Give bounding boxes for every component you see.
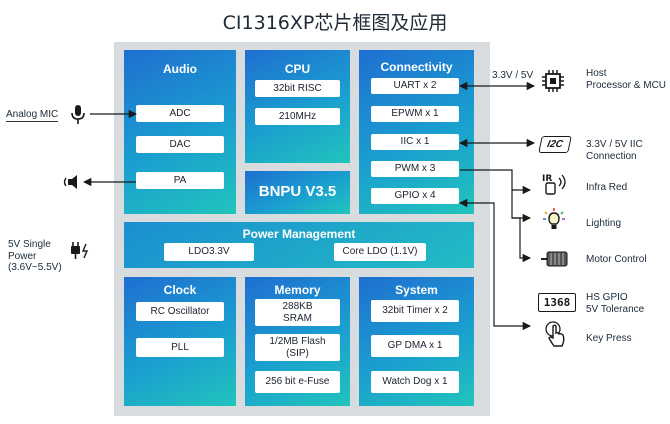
memory-title: Memory [274,283,321,297]
infra-red-label: Infra Red [586,182,628,193]
system-title: System [395,283,438,297]
lighting-label: Lighting [586,218,622,229]
memory-block: Memory 288KB SRAM 1/2MB Flash (SIP) 256 … [245,277,350,406]
lightbulb-icon [543,208,565,229]
page-title: CI1316XP芯片框图及应用 [222,12,448,34]
efuse-cell: 256 bit e-Fuse [255,371,340,393]
hs-gpio-label: HS GPIO 5V Tolerance [586,292,645,315]
speaker-icon [63,175,77,189]
adc-cell: ADC [136,105,224,122]
watchdog-cell: Watch Dog x 1 [371,371,459,393]
epwm-cell: EPWM x 1 [371,106,459,122]
motor-control-label: Motor Control [586,254,647,265]
gpio-wire [458,198,532,331]
key-press-icon [545,321,565,347]
uart-cell: UART x 2 [371,78,459,94]
bnpu-label: BNPU V3.5 [258,183,337,200]
clock-title: Clock [163,283,197,297]
connectivity-title: Connectivity [380,60,453,74]
power-block: Power Management LDO3.3V Core LDO (1.1V) [124,222,474,268]
bnpu-block: BNPU V3.5 [245,171,350,214]
microphone-icon [71,105,85,124]
cpu-block: CPU 32bit RISC 210MHz [245,50,350,163]
audio-title: Audio [163,62,197,76]
iic-connection-label: 3.3V / 5V IIC Connection [586,139,643,162]
flash-cell: 1/2MB Flash (SIP) [255,334,340,361]
motor-wire [512,217,532,263]
timer-cell: 32bit Timer x 2 [371,300,459,322]
rc-osc-cell: RC Oscillator [136,302,224,321]
pll-cell: PLL [136,338,224,357]
host-label: Host Processor & MCU [586,68,667,91]
dma-cell: GP DMA x 1 [371,335,459,357]
dac-cell: DAC [136,136,224,153]
infrared-icon: IR [542,174,566,195]
i2c-badge-text: I2C [546,139,564,150]
segment-display-icon: 1368 [538,293,576,312]
system-block: System 32bit Timer x 2 GP DMA x 1 Watch … [359,277,474,406]
core-ldo-cell: Core LDO (1.1V) [334,243,426,261]
processor-icon [542,70,564,92]
clock-block: Clock RC Oscillator PLL [124,277,236,406]
ldo33-cell: LDO3.3V [164,243,254,261]
motor-icon [541,251,568,267]
power-input-label: 5V Single Power (3.6V~5.5V) [8,239,62,273]
i2c-badge-icon: I2C [538,136,572,153]
voltage-label: 3.3V / 5V [492,70,534,81]
pa-cell: PA [136,172,224,189]
svg-text:IR: IR [542,174,552,184]
freq-cell: 210MHz [255,108,340,125]
sram-cell: 288KB SRAM [255,299,340,326]
pwm-wire [460,169,532,223]
power-plug-icon [71,242,89,259]
cpu-title: CPU [284,62,311,76]
connectivity-block: Connectivity UART x 2 EPWM x 1 IIC x 1 P… [359,50,474,214]
key-press-label: Key Press [586,333,632,344]
analog-mic-label: Analog MIC [6,109,59,122]
risc-cell: 32bit RISC [255,80,340,97]
audio-block: Audio ADC DAC PA [124,50,236,214]
power-title: Power Management [242,227,356,241]
gpio-cell: GPIO x 4 [371,188,459,204]
pwm-cell: PWM x 3 [371,161,459,177]
iic-cell: IIC x 1 [371,134,459,150]
segment-display-digits: 1368 [543,296,571,309]
